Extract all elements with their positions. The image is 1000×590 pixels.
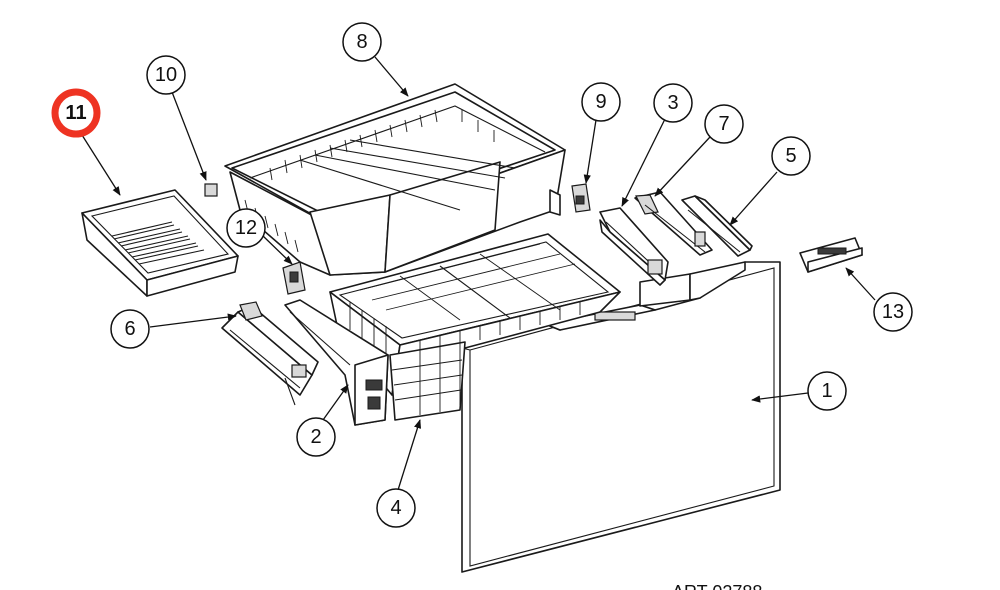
callout-12-label: 12 bbox=[235, 217, 257, 239]
callout-10-label: 10 bbox=[155, 64, 177, 86]
part-7-right-slide bbox=[634, 191, 713, 256]
part-8-upper-basket bbox=[224, 83, 566, 276]
callout-1-label: 1 bbox=[821, 380, 832, 402]
part-11-small-tray bbox=[81, 189, 239, 297]
callout-5: 5 bbox=[771, 136, 811, 176]
part-5-right-outer-rail bbox=[681, 195, 753, 257]
callout-9: 9 bbox=[581, 82, 621, 122]
callout-10: 10 bbox=[146, 55, 186, 95]
callout-4-label: 4 bbox=[390, 497, 401, 519]
part-10-clip bbox=[204, 183, 218, 197]
part-13-handle-block bbox=[799, 237, 863, 273]
part-12-bracket bbox=[282, 261, 306, 295]
part-2-left-slide-rail bbox=[284, 299, 389, 426]
callout-13-label: 13 bbox=[882, 301, 904, 323]
leader-lines bbox=[81, 56, 876, 491]
callout-13: 13 bbox=[873, 292, 913, 332]
callout-3: 3 bbox=[653, 83, 693, 123]
callout-8-label: 8 bbox=[356, 31, 367, 53]
callout-6-label: 6 bbox=[124, 318, 135, 340]
part-1-drawer-front bbox=[461, 261, 781, 573]
callout-2-label: 2 bbox=[310, 426, 321, 448]
callout-7: 7 bbox=[704, 104, 744, 144]
callout-6: 6 bbox=[110, 309, 150, 349]
part-9-clip bbox=[571, 183, 591, 213]
callout-2: 2 bbox=[296, 417, 336, 457]
callout-9-label: 9 bbox=[595, 91, 606, 113]
callout-11-highlighted: 11 bbox=[51, 88, 101, 138]
callout-11-label: 11 bbox=[65, 102, 86, 124]
callout-8: 8 bbox=[342, 22, 382, 62]
callout-12: 12 bbox=[226, 208, 266, 248]
callout-3-label: 3 bbox=[667, 92, 678, 114]
part-6-left-slide bbox=[221, 301, 319, 406]
callout-5-label: 5 bbox=[785, 145, 796, 167]
art-number-label: ART 02788 bbox=[672, 582, 762, 590]
callout-4: 4 bbox=[376, 488, 416, 528]
part-3-right-slide-rail bbox=[599, 207, 669, 286]
callout-7-label: 7 bbox=[718, 113, 729, 135]
callout-1: 1 bbox=[807, 371, 847, 411]
